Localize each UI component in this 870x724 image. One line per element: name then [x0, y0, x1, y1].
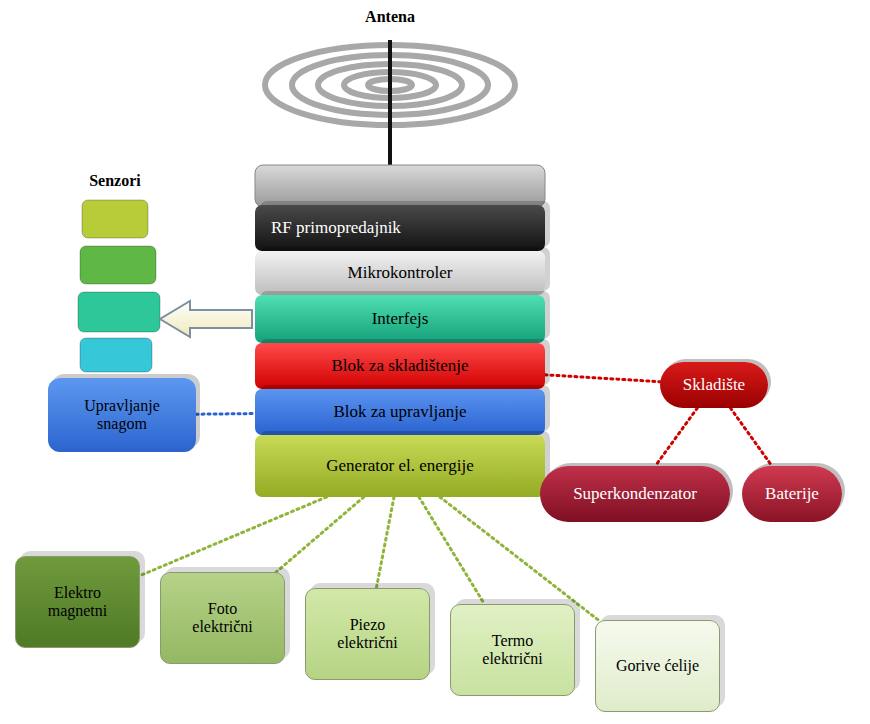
battery-pill: Baterije — [742, 466, 842, 522]
interface-arrow — [160, 301, 252, 337]
node-text: Mikrokontroler — [348, 263, 453, 283]
storage-layer: Blok za skladištenje — [255, 343, 545, 389]
node-text: Foto električni — [181, 600, 265, 636]
node-text: Piezo električni — [326, 616, 410, 652]
sensors-label: Senzori — [89, 172, 141, 190]
dotted-connector — [419, 497, 484, 604]
source-box: Foto električni — [160, 572, 285, 664]
dotted-connector — [545, 375, 660, 382]
antenna-label: Antena — [365, 8, 415, 26]
node-text: Elektro magnetni — [36, 584, 120, 620]
node-text: Superkondenzator — [573, 484, 697, 504]
storage-pill: Skladište — [660, 362, 768, 408]
transceiver-layer: RF primopredajnik — [255, 205, 545, 251]
dotted-connector — [140, 497, 326, 576]
generator-layer: Generator el. energije — [255, 435, 545, 497]
node-text: Baterije — [765, 484, 819, 504]
dotted-connector — [276, 497, 364, 572]
interface-layer: Interfejs — [255, 295, 545, 343]
node-text: RF primopredajnik — [271, 218, 401, 238]
node-text: Upravljanje snagom — [58, 397, 186, 433]
dotted-connector — [196, 412, 255, 416]
dotted-connector — [655, 408, 697, 466]
node-text: Termo električni — [471, 632, 555, 668]
node-text: Generator el. energije — [326, 456, 473, 476]
node-text: Skladište — [683, 375, 745, 395]
power-management-box: Upravljanje snagom — [48, 378, 196, 452]
source-box: Gorive ćelije — [595, 620, 720, 712]
source-box: Termo električni — [450, 604, 575, 696]
source-box: Piezo električni — [305, 588, 430, 680]
management-layer: Blok za upravljanje — [255, 389, 545, 435]
node-text: Blok za skladištenje — [332, 356, 469, 376]
microcontroller-layer: Mikrokontroler — [255, 251, 545, 295]
top-slab — [255, 165, 545, 207]
sensor-blocks — [78, 200, 160, 372]
dotted-connector — [376, 497, 394, 588]
source-box: Elektro magnetni — [15, 556, 140, 648]
supercapacitor-pill: Superkondenzator — [540, 466, 730, 522]
node-text: Gorive ćelije — [616, 657, 699, 675]
node-text: Blok za upravljanje — [333, 402, 466, 422]
node-text: Interfejs — [372, 309, 429, 329]
dotted-connector — [730, 408, 772, 466]
